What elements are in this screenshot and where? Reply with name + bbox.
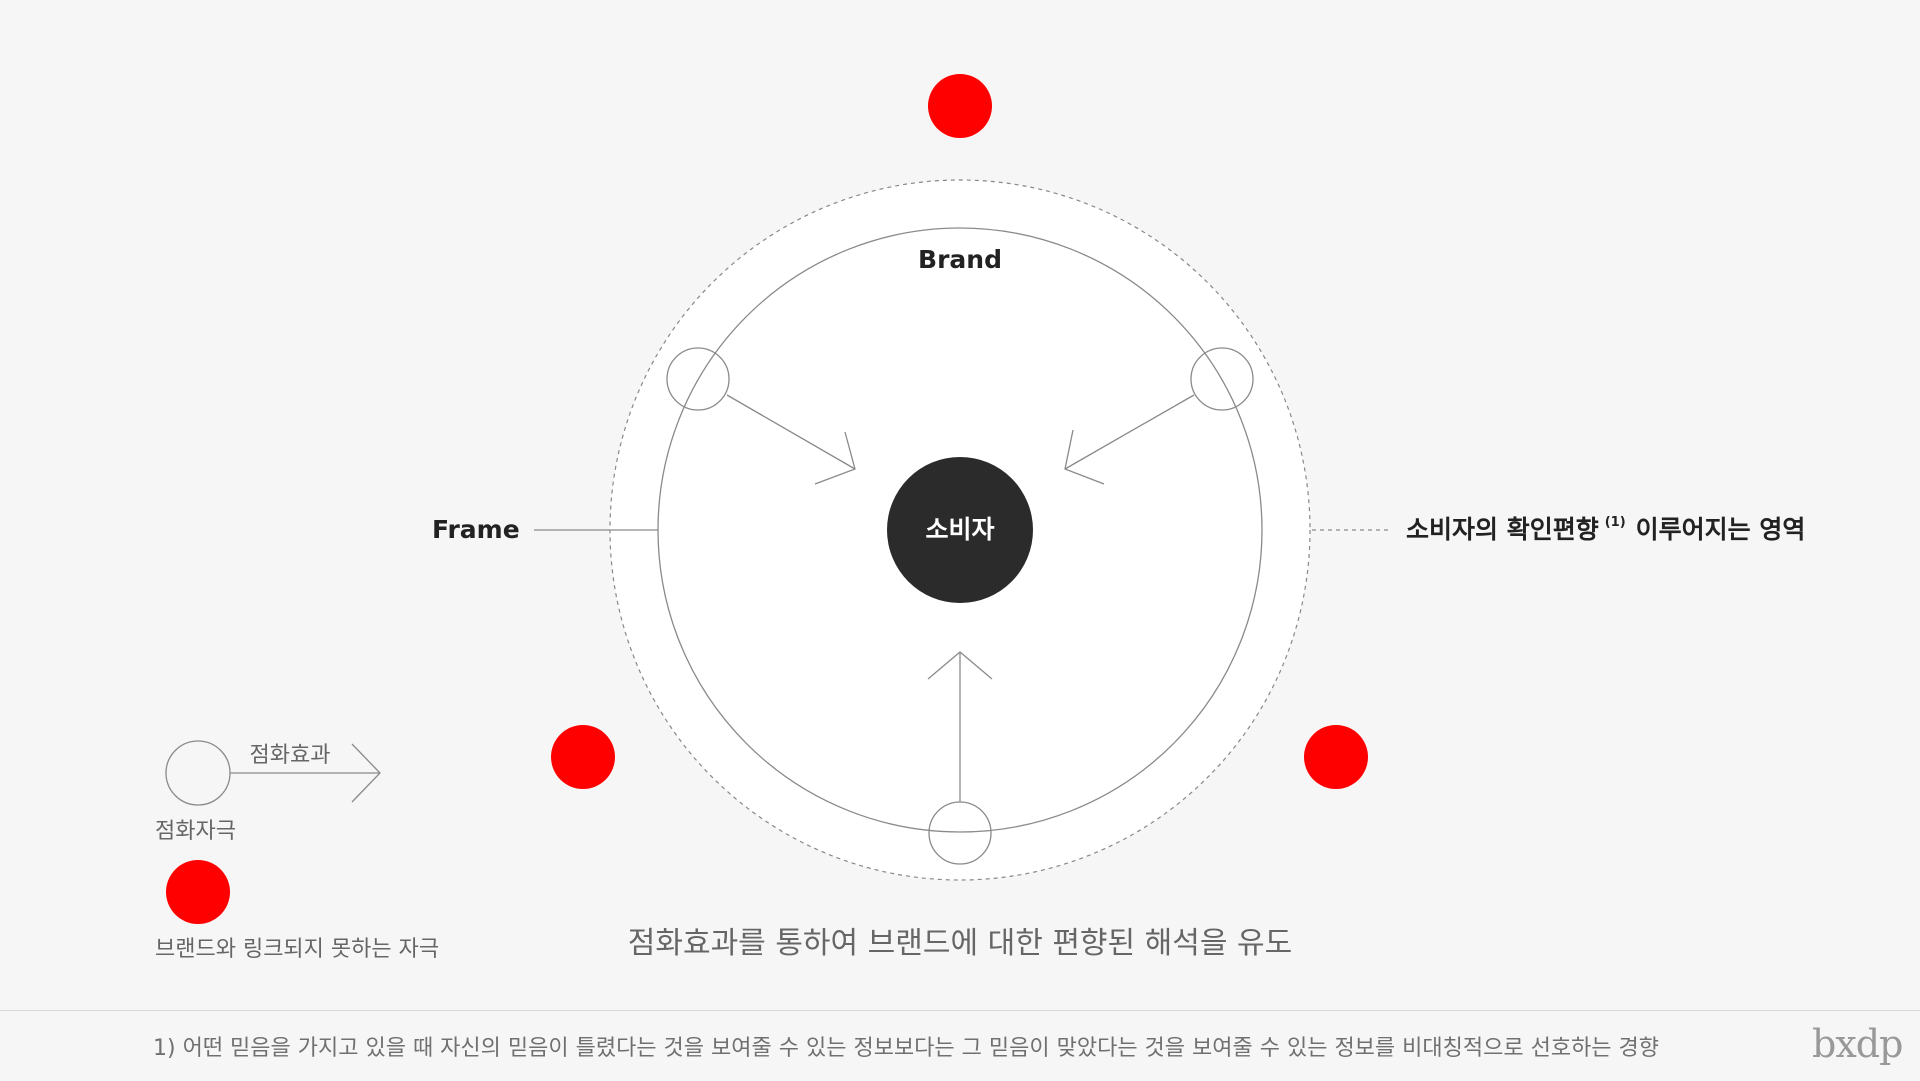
unlinked-stimulus-top xyxy=(928,74,992,138)
bias-label-suffix: 이루어지는 영역 xyxy=(1636,515,1806,544)
bias-label-superscript: (1) xyxy=(1605,515,1626,530)
legend-priming-stimulus-circle xyxy=(165,740,231,806)
frame-label: Frame xyxy=(432,515,520,544)
brand-label: Brand xyxy=(918,245,1002,274)
diagram-caption: 점화효과를 통하여 브랜드에 대한 편향된 해석을 유도 xyxy=(628,926,1292,961)
bias-label-main: 소비자의 확인편향 xyxy=(1406,515,1599,544)
stimulus-circle-top-left xyxy=(666,347,730,411)
unlinked-stimulus-right xyxy=(1304,725,1368,789)
bxdp-logo: bxdp xyxy=(1812,1022,1903,1066)
priming-arrow-top-right xyxy=(1064,394,1195,485)
priming-diagram: 소비자 Brand Frame 소비자의 확인편향 (1) 이루어지는 영역 점화효… xyxy=(155,74,1805,962)
consumer-circle xyxy=(887,457,1033,603)
footnote: 1) 어떤 믿음을 가지고 있을 때 자신의 믿음이 틀렸다는 것을 보여줄 수… xyxy=(153,1036,1660,1061)
unlinked-stimulus-left xyxy=(551,725,615,789)
priming-arrow-top-left xyxy=(726,394,856,485)
legend-red-label: 브랜드와 링크되지 못하는 자극 xyxy=(155,937,439,962)
legend-arrow-label: 점화효과 xyxy=(250,743,331,768)
stimulus-circle-top-right xyxy=(1190,347,1254,411)
consumer-label: 소비자 xyxy=(925,515,994,544)
legend: 점화효과 점화자극 브랜드와 링크되지 못하는 자극 xyxy=(155,740,439,962)
bias-zone-label: 소비자의 확인편향 (1) 이루어지는 영역 xyxy=(1406,515,1805,544)
legend-unlinked-stimulus xyxy=(166,860,230,924)
footer xyxy=(0,1010,1920,1081)
priming-arrow-bottom xyxy=(927,651,993,802)
legend-priming-arrow xyxy=(230,743,381,803)
legend-circle-label: 점화자극 xyxy=(155,819,236,844)
